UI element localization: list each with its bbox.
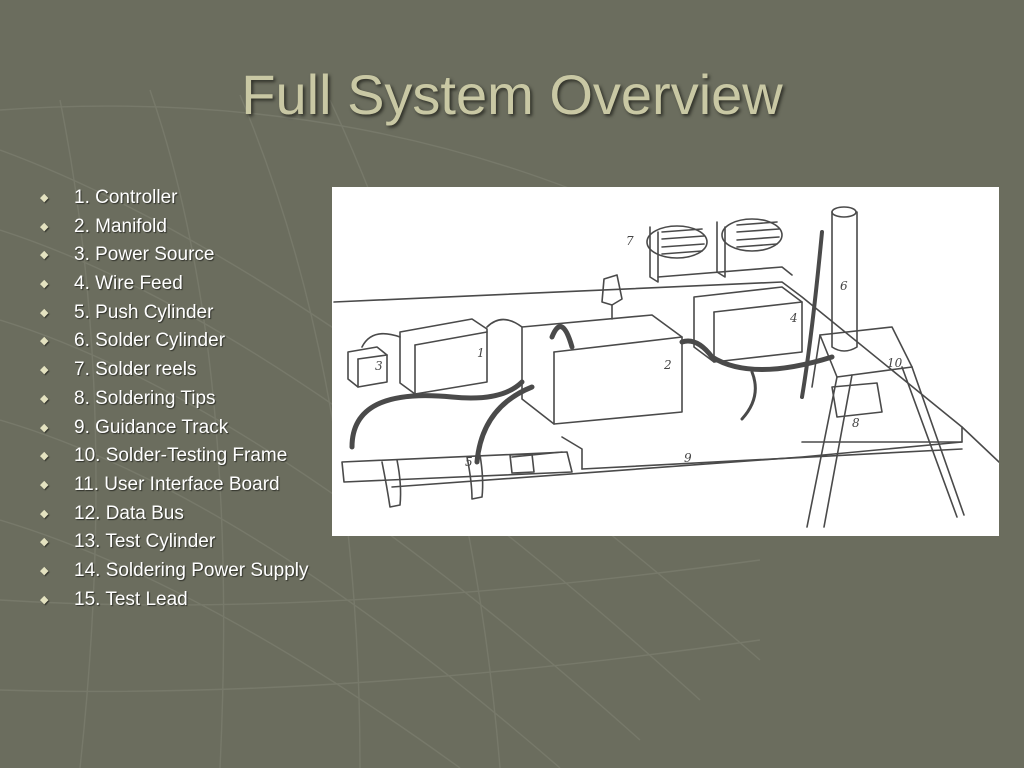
diagram-label: 3 (375, 359, 383, 373)
list-item: ◆ 2. Manifold (40, 213, 308, 242)
diagram-label: 7 (626, 234, 634, 248)
diamond-bullet-icon: ◆ (40, 278, 49, 291)
list-item: ◆ 6. Solder Cylinder (40, 327, 308, 356)
diamond-bullet-icon: ◆ (40, 364, 49, 377)
diamond-bullet-icon: ◆ (40, 392, 49, 405)
list-item-label: 12. Data Bus (74, 502, 184, 524)
list-item: ◆ 1. Controller (40, 184, 308, 213)
list-item-label: 8. Soldering Tips (74, 387, 216, 409)
list-item: ◆ 12. Data Bus (40, 500, 308, 529)
list-item-label: 5. Push Cylinder (74, 301, 214, 323)
list-item-label: 1. Controller (74, 187, 178, 208)
list-item-label: 9. Guidance Track (74, 416, 229, 438)
diamond-bullet-icon: ◆ (40, 450, 49, 463)
list-item: ◆ 13. Test Cylinder (40, 528, 308, 557)
diagram-label: 6 (840, 279, 848, 293)
list-item-label: 13. Test Cylinder (74, 531, 216, 553)
list-item: ◆ 9. Guidance Track (40, 414, 308, 443)
diamond-bullet-icon: ◆ (40, 478, 49, 491)
system-sketch: 1 2 3 4 5 6 7 8 9 10 (332, 187, 999, 536)
list-item-label: 7. Solder reels (74, 359, 197, 381)
diamond-bullet-icon: ◆ (40, 306, 49, 319)
list-item: ◆ 7. Solder reels (40, 356, 308, 385)
list-item-label: 6. Solder Cylinder (74, 330, 226, 352)
list-item-label: 3. Power Source (74, 244, 215, 266)
diamond-bullet-icon: ◆ (40, 564, 49, 577)
list-item-label: 15. Test Lead (74, 588, 188, 610)
diagram-label: 5 (465, 455, 473, 469)
list-item: ◆ 5. Push Cylinder (40, 299, 308, 328)
diamond-bullet-icon: ◆ (40, 335, 49, 348)
list-item: ◆ 15. Test Lead (40, 586, 308, 615)
list-item: ◆ 4. Wire Feed (40, 270, 308, 299)
diagram-label: 1 (477, 346, 485, 360)
diagram-label: 8 (852, 416, 860, 430)
list-item: ◆ 8. Soldering Tips (40, 385, 308, 414)
diagram-label: 9 (684, 451, 692, 465)
diamond-bullet-icon: ◆ (40, 192, 49, 204)
diamond-bullet-icon: ◆ (40, 249, 49, 262)
list-item-label: 2. Manifold (74, 215, 167, 237)
diamond-bullet-icon: ◆ (40, 593, 49, 606)
component-list: ◆ 1. Controller ◆ 2. Manifold ◆ 3. Power So… (40, 184, 308, 614)
system-sketch-drawing: 1 2 3 4 5 6 7 8 9 10 (333, 206, 999, 528)
list-item-label: 14. Soldering Power Supply (74, 559, 309, 581)
list-item-label: 4. Wire Feed (74, 273, 183, 295)
list-item: ◆ 3. Power Source (40, 241, 308, 270)
page-title: Full System Overview (241, 63, 783, 126)
list-item-label: 10. Solder-Testing Frame (74, 445, 288, 467)
diamond-bullet-icon: ◆ (40, 536, 49, 549)
list-item-label: 11. User Interface Board (74, 473, 280, 495)
diamond-bullet-icon: ◆ (40, 507, 49, 520)
diamond-bullet-icon: ◆ (40, 421, 49, 434)
diagram-label: 4 (789, 311, 798, 325)
diagram-label: 10 (887, 356, 903, 370)
diamond-bullet-icon: ◆ (40, 220, 49, 233)
list-item: ◆ 10. Solder-Testing Frame (40, 442, 308, 471)
list-item: ◆ 11. User Interface Board (40, 471, 308, 500)
list-item: ◆ 14. Soldering Power Supply (40, 557, 308, 586)
diagram-label: 2 (663, 358, 672, 372)
